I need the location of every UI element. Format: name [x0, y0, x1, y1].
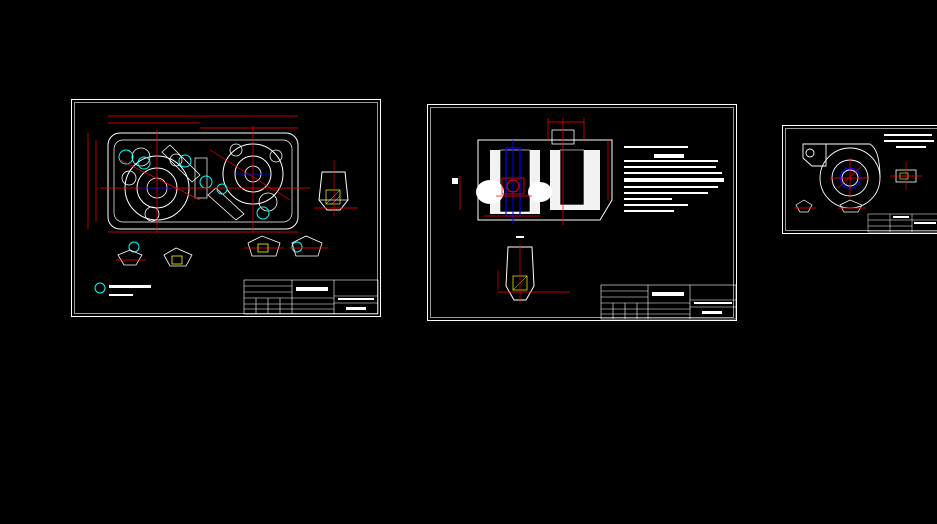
sheet-2-datum-marker: [452, 178, 458, 184]
sheet-3-inner-frame: [785, 128, 937, 231]
drawing-sheet-3[interactable]: [782, 125, 937, 234]
sheet-3-border: [782, 125, 937, 234]
sheet-3-title-block: [867, 213, 937, 233]
sheet-1-detail-views: [116, 235, 328, 267]
sheet-3-side-section: [890, 162, 922, 190]
sheet-3-technical-notes: [884, 134, 934, 148]
sheet-2-dimension-lines: [459, 118, 609, 217]
sheet-1-title-block: [243, 279, 379, 315]
drawing-sheet-2[interactable]: [427, 104, 737, 321]
sheet-2-main-section: [476, 118, 613, 225]
sheet-1-section-view: [314, 160, 358, 216]
sheet-3-detail-views: [794, 199, 866, 213]
sheet-1-border: [71, 99, 381, 317]
sheet-2-border: [427, 104, 737, 321]
sheet-1-inner-frame: [74, 102, 378, 314]
sheet-3-center-details: [830, 158, 870, 198]
sheet-1-notes: [94, 282, 151, 296]
sheet-2-title-block: [600, 284, 737, 320]
sheet-2-technical-notes: [624, 146, 724, 212]
sheet-1-dimension-lines: [87, 115, 310, 233]
sheet-1-center-marks: [140, 173, 270, 189]
drawing-sheet-1[interactable]: [71, 99, 381, 317]
sheet-2-detail-part: [497, 236, 570, 304]
sheet-1-highlight-circles: [118, 149, 303, 253]
sheet-2-inner-frame: [430, 107, 734, 318]
